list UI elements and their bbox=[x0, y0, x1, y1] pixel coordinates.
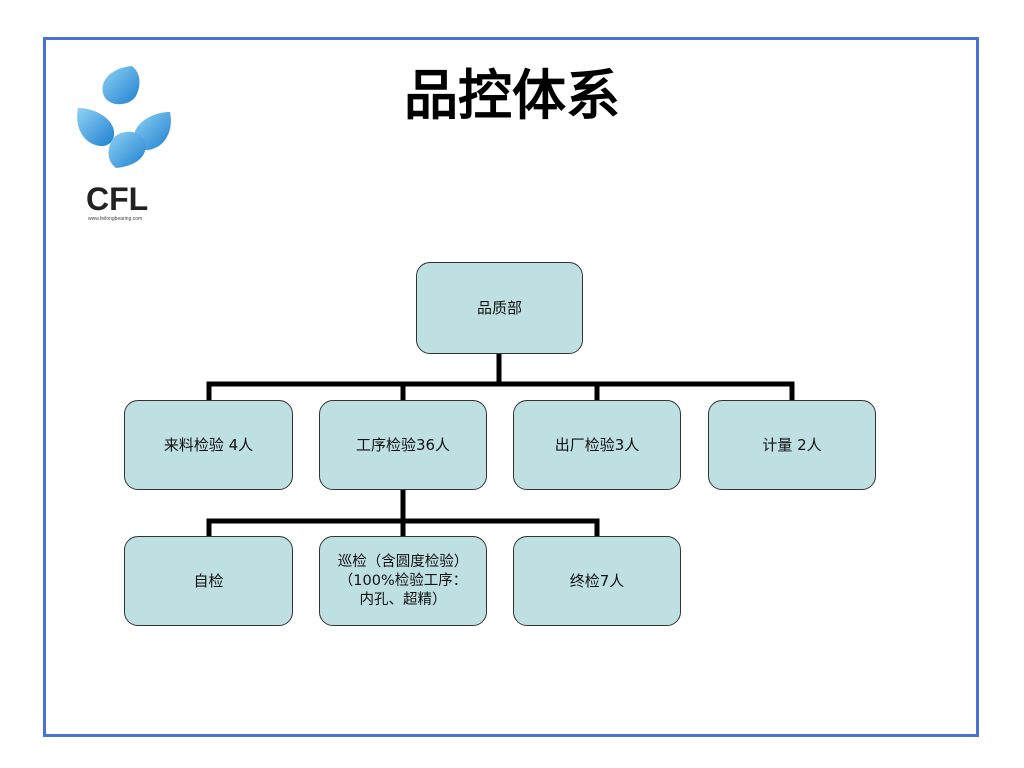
cfl-logo: CFL www.feilongbearing.com bbox=[77, 66, 171, 222]
node-label: 出厂检验3人 bbox=[554, 436, 640, 454]
logo-wordmark: CFL bbox=[86, 181, 148, 217]
node-label: 计量 2人 bbox=[762, 436, 822, 454]
node-quality-department: 品质部 bbox=[416, 262, 583, 354]
logo-swirl-icon bbox=[77, 66, 171, 168]
node-incoming-inspection: 来料检验 4人 bbox=[124, 400, 293, 490]
page-title: 品控体系 bbox=[404, 63, 620, 127]
node-final-inspection: 终检7人 bbox=[513, 536, 681, 626]
node-patrol-inspection: 巡检（含圆度检验） （100%检验工序： 内孔、超精） bbox=[319, 536, 487, 626]
node-label: 工序检验36人 bbox=[355, 436, 451, 454]
logo-url: www.feilongbearing.com bbox=[88, 216, 142, 222]
node-process-inspection: 工序检验36人 bbox=[319, 400, 487, 490]
node-self-check: 自检 bbox=[124, 536, 293, 626]
node-label: 自检 bbox=[193, 572, 224, 590]
node-metrology: 计量 2人 bbox=[708, 400, 876, 490]
node-label: 品质部 bbox=[476, 299, 522, 317]
node-outgoing-inspection: 出厂检验3人 bbox=[513, 400, 681, 490]
node-label: 终检7人 bbox=[569, 572, 625, 590]
node-label: 巡检（含圆度检验） （100%检验工序： 内孔、超精） bbox=[337, 553, 469, 608]
node-label: 来料检验 4人 bbox=[163, 436, 254, 454]
